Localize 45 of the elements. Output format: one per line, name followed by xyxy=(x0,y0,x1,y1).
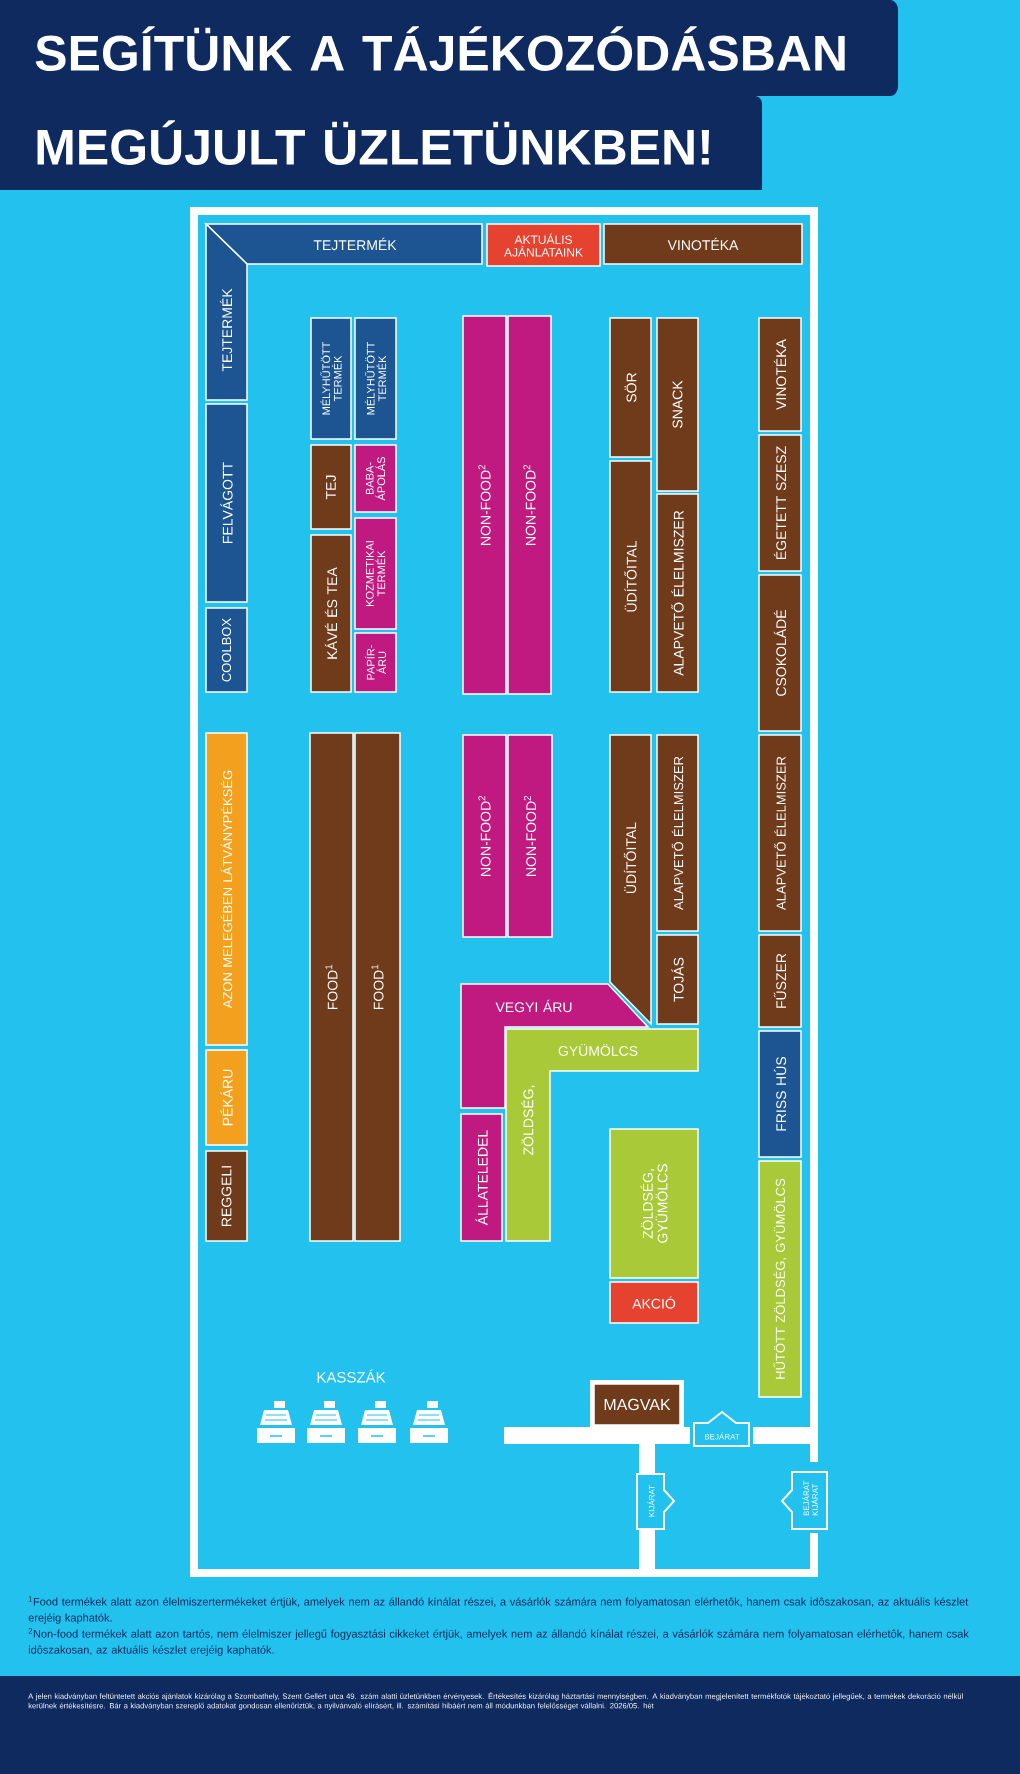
area-label: KASSZÁK xyxy=(317,1369,386,1383)
shelf-block: AZON MELEGÉBEN LÁTVÁNYPÉKSÉG xyxy=(205,732,248,1046)
shelf-block: ZÖLDSÉG, GYÜMÖLCS xyxy=(609,1128,699,1279)
door-sign: BEJÁRAT KIJÁRAT xyxy=(780,1471,828,1530)
shelf-block: CSOKOLÁDÉ xyxy=(758,574,802,732)
shelf-block: NON-FOOD$^{2}$ xyxy=(507,315,552,695)
shelf-block: ÜDÍTŐITAL xyxy=(609,734,652,1026)
shelf-block: NON-FOOD$^{2}$ xyxy=(507,734,553,938)
shelf-block: NON-FOOD$^{2}$ xyxy=(462,315,507,695)
door-sign: BEJÁRAT xyxy=(693,1410,750,1447)
shelf-block: MAGVAK xyxy=(593,1383,681,1426)
shelf-block: COOLBOX xyxy=(205,607,248,693)
shelf-block: ALAPVETŐ ÉLELMISZER xyxy=(656,493,699,693)
shelf-block: REGGELI xyxy=(205,1150,248,1242)
shelf-block: ALAPVETŐ ÉLELMISZER xyxy=(758,734,802,932)
shelf-block: KOZMETIKAI TERMÉK xyxy=(354,517,397,630)
shelf-block: NON-FOOD$^{2}$ xyxy=(462,734,507,938)
shelf-block: FŰSZER xyxy=(758,934,802,1028)
shelf-block: ALAPVETŐ ÉLELMISZER xyxy=(656,734,699,932)
shelf-block: TEJ xyxy=(310,444,352,530)
shelf-block: ÜDÍTŐITAL xyxy=(609,460,652,693)
shelf-block: PÉKÁRU xyxy=(205,1049,248,1146)
shelf-block: SNACK xyxy=(656,317,699,492)
door-sign: KIJÁRAT xyxy=(636,1473,676,1530)
shelf-block: SÖR xyxy=(609,317,652,458)
shelf-block: PAPÍR-ÁRU xyxy=(354,632,397,693)
shelf-block: MÉLYHŰTÖTT TERMÉK xyxy=(310,317,352,440)
title-banner: SEGÍTÜNK A TÁJÉKOZÓDÁSBAN MEGÚJULT ÜZLETÜNKBEN! xyxy=(0,0,898,190)
shelf-block: VINOTÉKA xyxy=(603,223,803,265)
shelf-block: KÁVÉ ÉS TEA xyxy=(310,534,352,693)
shelf-block: AKTUÁLIS AJÁNLATAINK xyxy=(486,223,601,267)
shelf-block: FOOD$^{1}$ xyxy=(309,732,354,1242)
shelf-block: BABA-ÁPOLÁS xyxy=(354,444,397,513)
shelf-block: FOOD$^{1}$ xyxy=(354,732,401,1242)
shelf-block: AKCIÓ xyxy=(609,1281,699,1324)
shelf-block: ÁLLATELEDEL xyxy=(460,1113,503,1242)
footnote: $^{1}$Food termékek alatt azon élelmiszertermékeket értjük, amelyek nem az állandó kínálat részei, a vásárlók számára nem folyamatosan elérhetôk, hanem csak idôszakosan, az aktuális készlet erejéig kaphatók. xyxy=(28,1596,969,1624)
shelf-block: ÉGETETT SZESZ xyxy=(758,434,802,572)
shelf-block: TOJÁS xyxy=(656,934,699,1025)
footnote: $^{2}$Non-food termékek alatt azon tartós, nem élelmiszer jellegű fogyasztási cikkeket értjük, amelyek nem az állandó kínálat részei, a vásárlók számára nem folyamatosan elérhetôk, hanem csak idôszakosan, az aktuális készlet erejéig kaphatók. xyxy=(28,1628,969,1656)
shelf-block: FRISS HÚS xyxy=(758,1030,802,1158)
shelf-block: HŰTÖTT ZÖLDSÉG, GYÜMÖLCS xyxy=(758,1160,802,1398)
shelf-block: VINOTÉKA xyxy=(758,317,802,432)
shelf-block: FELVÁGOTT xyxy=(205,403,248,603)
shelf-block: MÉLYHŰTÖTT TERMÉK xyxy=(354,317,397,440)
